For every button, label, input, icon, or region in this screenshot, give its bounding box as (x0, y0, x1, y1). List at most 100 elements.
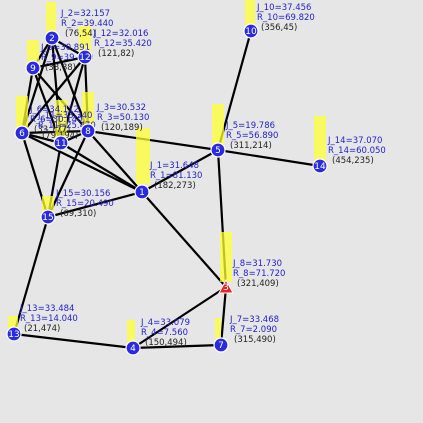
node-10-id: 10 (245, 27, 257, 37)
node-11-id: 11 (55, 139, 66, 149)
node-2-id: 2 (49, 34, 55, 44)
node-9-coord: (38,88) (45, 63, 76, 73)
node-6-id: 6 (19, 129, 25, 139)
edge-3-4 (132, 286, 227, 349)
node-11-bar (55, 100, 67, 142)
node-6-r-value: R_6=30.140 (30, 115, 82, 125)
edge-4-13 (13, 332, 134, 350)
edge-4-7 (132, 343, 222, 350)
node-8-bar (82, 92, 94, 130)
node-9-id: 9 (30, 64, 36, 74)
node-9-shape (25, 60, 41, 76)
node-3-coord: (321,409) (237, 279, 279, 289)
node-4-shape (125, 340, 141, 356)
node-11-j-value: J_11=33.340 (37, 111, 92, 121)
edge-5-14 (217, 148, 321, 168)
edge-9-12 (32, 55, 86, 70)
node-13-shape (6, 326, 22, 342)
node-12-bar (79, 26, 91, 56)
node-2[interactable]: 2 (44, 30, 60, 46)
bars-layer (8, 0, 326, 346)
node-15[interactable]: 15 (40, 209, 56, 225)
node-3-bar (220, 232, 232, 282)
node-4-j-value: J_4=33.079 (140, 318, 190, 328)
node-12-id: 12 (79, 53, 90, 63)
node-12-r-value: R_12=35.420 (94, 39, 152, 49)
node-9[interactable]: 9 (25, 60, 41, 76)
node-10-j-value: J_10=37.456 (256, 3, 311, 13)
node-2-shape (44, 30, 60, 46)
node-7-id: 7 (218, 341, 224, 351)
node-7-shape (213, 337, 229, 353)
node-1[interactable]: 1 (134, 184, 150, 200)
node-11-shape (53, 135, 69, 151)
node-14-coord: (454,235) (332, 156, 374, 166)
node-13[interactable]: 13 (6, 326, 22, 342)
node-15-r-value: R_15=20.490 (56, 199, 114, 209)
node-13-r-value: R_13=14.040 (20, 314, 78, 324)
node-5-id: 5 (215, 146, 221, 156)
node-4[interactable]: 4 (125, 340, 141, 356)
edge-15-1 (47, 190, 143, 219)
node-8-j-value: J_3=30.532 (96, 103, 146, 113)
node-5[interactable]: 5 (210, 142, 226, 158)
node-11[interactable]: 11 (53, 135, 69, 151)
node-9-j-value: J_9=30.891 (40, 43, 90, 53)
node-5-coord: (311,214) (230, 141, 272, 151)
node-3[interactable]: 3 (218, 278, 234, 294)
node-1-coord: (182,273) (154, 181, 196, 191)
edge-1-5 (141, 149, 219, 193)
node-14[interactable]: 14 (312, 158, 328, 174)
edges (12, 30, 321, 350)
node-1-bar (136, 128, 150, 184)
node-10-bar (245, 0, 255, 28)
node-6-j-value: J_6=34.112 (29, 105, 79, 115)
node-12-coord: (121,82) (98, 49, 134, 59)
node-8-shape (80, 123, 96, 139)
node-3-r-value: R_8=71.720 (233, 269, 285, 279)
node-8[interactable]: 8 (80, 123, 96, 139)
node-6-coord: (33,177) (34, 125, 70, 135)
edge-8-15 (47, 130, 89, 218)
edge-3-7 (219, 286, 228, 346)
node-12[interactable]: 12 (77, 49, 93, 65)
node-9-r-value: R_9=39.860 (41, 53, 93, 63)
node-2-coord: (76,54) (65, 29, 96, 39)
node-13-j-value: J_13=33.484 (19, 304, 74, 314)
node-1-r-value: R_1=81.130 (150, 171, 202, 181)
node-1-shape (134, 184, 150, 200)
node-6[interactable]: 6 (14, 125, 30, 141)
node-12-j-value: J_12=32.016 (93, 29, 148, 39)
node-3-id: 3 (223, 283, 229, 293)
node-13-id: 13 (8, 330, 19, 340)
node-1-id: 1 (139, 188, 145, 198)
node-14-r-value: R_14=60.050 (328, 146, 386, 156)
edge-12-6 (21, 56, 86, 134)
node-12-shape (77, 49, 93, 65)
node-7[interactable]: 7 (213, 337, 229, 353)
edge-8-1 (87, 130, 143, 193)
edge-15-13 (12, 216, 50, 335)
node-10-coord: (356,45) (261, 23, 297, 33)
node-10[interactable]: 10 (243, 23, 259, 39)
node-7-coord: (315,490) (234, 335, 276, 345)
node-14-id: 14 (314, 162, 326, 172)
node-10-shape (243, 23, 259, 39)
node-8-coord: (120,189) (101, 123, 143, 133)
node-8-r-value: R_3=50.130 (97, 113, 149, 123)
node-7-j-value: J_7=33.468 (229, 315, 279, 325)
node-14-shape (312, 158, 328, 174)
node-15-id: 15 (42, 213, 53, 223)
node-2-j-value: J_2=32.157 (60, 9, 110, 19)
